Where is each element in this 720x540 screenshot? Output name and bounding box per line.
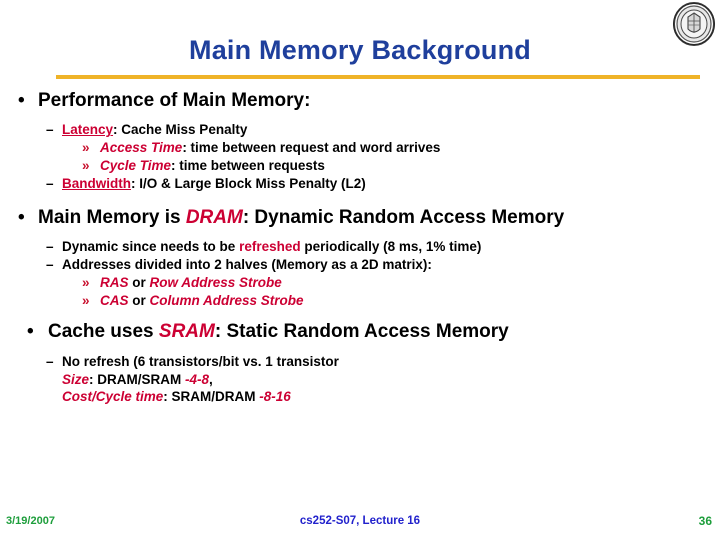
sub-cas: » CAS or Column Address Strobe — [0, 292, 720, 310]
dash-marker: – — [46, 353, 54, 369]
chevron-marker: » — [82, 292, 90, 308]
university-seal-logo — [672, 2, 716, 46]
addresses-text: Addresses divided into 2 halves (Memory … — [62, 256, 432, 272]
chevron-marker: » — [82, 158, 90, 174]
sub-ras: » RAS or Row Address Strobe — [0, 274, 720, 292]
cycle-time-rest: : time between requests — [171, 158, 325, 174]
cost-term: Cost/Cycle time — [62, 389, 164, 405]
sub-bandwidth: –Bandwidth: I/O & Large Block Miss Penal… — [0, 175, 720, 193]
sub-cycle-time: » Cycle Time: time between requests — [0, 157, 720, 175]
bullet-performance: • Performance of Main Memory: — [0, 90, 720, 112]
seal-icon — [673, 2, 715, 46]
bandwidth-term: Bandwidth — [62, 175, 131, 191]
sub-addresses: –Addresses divided into 2 halves (Memory… — [0, 256, 720, 274]
spacer — [0, 346, 720, 353]
ras-term: RAS — [100, 274, 129, 290]
footer-course-label: cs252-S07, Lecture 16 — [299, 515, 421, 527]
title-underline-rule — [56, 75, 700, 79]
dash-marker: – — [46, 175, 54, 191]
cost-mid: : SRAM/DRAM — [163, 389, 260, 405]
spacer — [0, 309, 720, 321]
dash-marker: – — [46, 256, 54, 272]
access-time-term: Access Time — [100, 140, 183, 156]
access-time-rest: : time between request and word arrives — [182, 140, 441, 156]
size-tail: , — [209, 371, 213, 387]
cost-value: -8-16 — [259, 389, 291, 405]
dram-rest: : Dynamic Random Access Memory — [242, 206, 565, 228]
ras-mid: or — [128, 274, 150, 290]
refreshed-term: refreshed — [239, 239, 301, 255]
spacer — [0, 231, 720, 238]
latency-rest: : Cache Miss Penalty — [113, 122, 248, 138]
sub-size-line: Size: DRAM/SRAM -4-8, — [0, 371, 720, 389]
sram-rest: : Static Random Access Memory — [214, 321, 509, 343]
cycle-time-term: Cycle Time — [100, 158, 172, 174]
slide-body: •Performance of Main Memory: –Latency: C… — [0, 90, 720, 406]
no-refresh-text: No refresh (6 transistors/bit vs. 1 tran… — [62, 353, 339, 369]
latency-term: Latency — [62, 122, 114, 138]
cas-term: CAS — [100, 292, 129, 308]
bullet-marker: • — [18, 90, 25, 111]
dram-pre: Main Memory is — [38, 206, 186, 228]
dash-marker: – — [46, 122, 54, 138]
dynamic-pre: Dynamic since needs to be — [62, 239, 240, 255]
sub-dynamic-refresh: –Dynamic since needs to be refreshed per… — [0, 238, 720, 256]
footer-date: 3/19/2007 — [6, 515, 55, 527]
cas-mid: or — [128, 292, 150, 308]
slide-title: Main Memory Background — [189, 35, 531, 65]
dram-term: DRAM — [185, 206, 243, 228]
sub-latency: –Latency: Cache Miss Penalty — [0, 121, 720, 139]
sub-access-time: » Access Time: time between request and w… — [0, 139, 720, 157]
bullet-sram: • Cache uses SRAM: Static Random Access M… — [0, 321, 720, 343]
bullet-performance-text: Performance of Main Memory: — [38, 90, 311, 111]
bullet-dram: • Main Memory is DRAM: Dynamic Random Acc… — [0, 207, 720, 229]
dash-marker: – — [46, 239, 54, 255]
bullet-marker: • — [27, 321, 34, 343]
spacer — [0, 193, 720, 207]
sram-term: SRAM — [158, 321, 215, 343]
sub-no-refresh: –No refresh (6 transistors/bit vs. 1 tra… — [0, 353, 720, 371]
size-term: Size — [62, 371, 90, 387]
cas-expansion: Column Address Strobe — [149, 292, 304, 308]
ras-expansion: Row Address Strobe — [149, 274, 282, 290]
spacer — [0, 114, 720, 121]
bandwidth-rest: : I/O & Large Block Miss Penalty (L2) — [131, 175, 366, 191]
chevron-marker: » — [82, 140, 90, 156]
sub-cost-line: Cost/Cycle time: SRAM/DRAM -8-16 — [0, 388, 720, 406]
bullet-marker: • — [18, 206, 25, 228]
sram-pre: Cache uses — [48, 321, 159, 343]
chevron-marker: » — [82, 274, 90, 290]
dynamic-rest: periodically (8 ms, 1% time) — [300, 239, 482, 255]
footer-page-number: 36 — [698, 514, 712, 528]
size-mid: : DRAM/SRAM — [89, 371, 186, 387]
size-value: -4-8 — [185, 371, 210, 387]
